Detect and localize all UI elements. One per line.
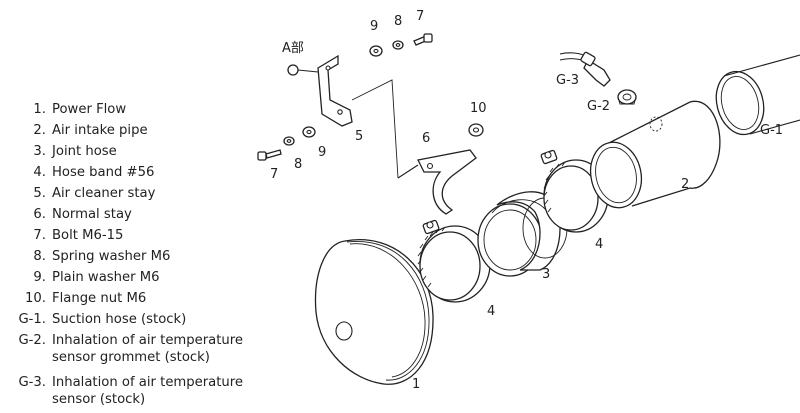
callout-g2: G-2 bbox=[587, 99, 610, 114]
callout-1: 1 bbox=[412, 377, 420, 392]
hardware-top bbox=[369, 33, 433, 57]
normal-stay bbox=[397, 149, 477, 215]
callout-8-top: 8 bbox=[394, 14, 402, 29]
hose-band-lower bbox=[417, 219, 491, 303]
callout-9-left: 9 bbox=[318, 145, 326, 160]
callout-g1: G-1 bbox=[760, 123, 783, 138]
sensor-grommet bbox=[617, 89, 637, 105]
air-intake-pipe bbox=[589, 100, 721, 209]
callout-2: 2 bbox=[681, 177, 689, 192]
callout-7-left: 7 bbox=[270, 167, 278, 182]
callout-a-section: A部 bbox=[282, 41, 304, 56]
callout-4-lower: 4 bbox=[487, 304, 495, 319]
callout-3: 3 bbox=[542, 267, 550, 282]
callout-8-left: 8 bbox=[294, 157, 302, 172]
flange-nut bbox=[468, 123, 484, 137]
air-temperature-sensor bbox=[559, 51, 611, 87]
air-cleaner-stay bbox=[287, 54, 399, 179]
callout-7-top: 7 bbox=[416, 9, 424, 24]
callout-9-top: 9 bbox=[370, 19, 378, 34]
joint-hose bbox=[477, 191, 568, 277]
callout-10: 10 bbox=[470, 101, 487, 116]
hardware-left bbox=[257, 126, 316, 161]
hose-band-upper bbox=[540, 149, 609, 233]
parts-legend: 1. Power Flow 2. Air intake pipe 3. Join… bbox=[18, 102, 244, 407]
callout-4-upper: 4 bbox=[595, 237, 603, 252]
callout-5: 5 bbox=[355, 129, 363, 144]
callout-g3: G-3 bbox=[556, 73, 579, 88]
callout-6: 6 bbox=[422, 131, 430, 146]
suction-hose bbox=[715, 54, 800, 136]
power-flow-filter bbox=[314, 239, 434, 385]
